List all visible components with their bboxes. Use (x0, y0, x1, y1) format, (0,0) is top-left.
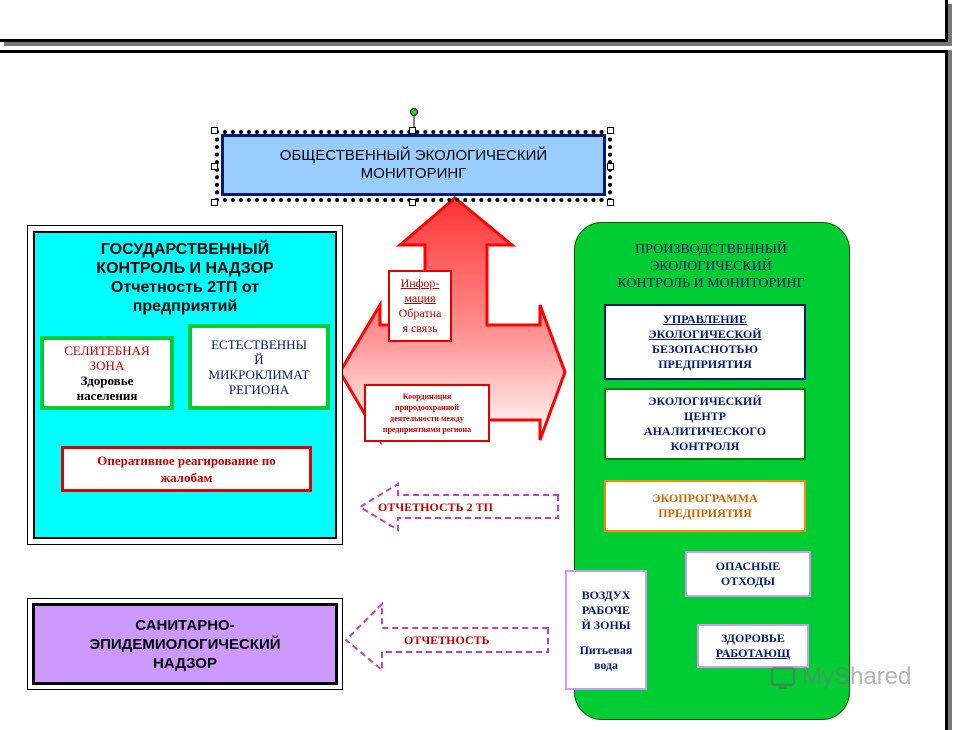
complaints-line1: Оперативное реагирование по (97, 453, 276, 468)
report-label: ОТЧЕТНОСТЬ (404, 633, 490, 647)
workzone-line4: Питьевая (579, 642, 633, 657)
info-line2: мация (404, 291, 436, 305)
selection-handle[interactable] (211, 163, 218, 170)
production-line3: КОНТРОЛЬ И МОНИТОРИНГ (617, 275, 805, 291)
sanitary-line2: ЭПИДЕМИОЛОГИЧЕСКИЙ (89, 635, 281, 653)
coord-line2: природоохранной (394, 403, 459, 412)
workzone-line5: вода (593, 657, 619, 672)
hazardous-line2: ОТХОДЫ (720, 574, 776, 588)
state-line3: Отчетность 2ТП от (110, 279, 260, 296)
rotate-handle (410, 108, 418, 116)
microclimate-line3: МИКРОКЛИМАТ (208, 367, 310, 382)
coord-line1: Координация (402, 392, 452, 401)
eco-center-box[interactable]: ЭКОЛОГИЧЕСКИЙ ЦЕНТР АНАЛИТИЧЕСКОГО КОНТР… (604, 388, 806, 460)
worker-health-line2: РАБОТАЮЩ (715, 646, 791, 660)
state-line1: ГОСУДАРСТВЕННЫЙ (100, 241, 270, 258)
selection-handle[interactable] (607, 127, 614, 134)
worker-health-line1: ЗДОРОВЬЕ (721, 631, 785, 645)
residential-line4: населения (76, 388, 138, 403)
management-box[interactable]: УПРАВЛЕНИЕ ЭКОЛОГИЧЕСКОЙ БЕЗОПАСНОТЬЮ ПР… (604, 304, 806, 380)
coordination-label: Координация природоохранной деятельности… (364, 384, 490, 442)
watermark-text: MyShared (802, 663, 912, 690)
hazardous-waste-box[interactable]: ОПАСНЫЕ ОТХОДЫ (685, 551, 811, 597)
microclimate-line1: ЕСТЕСТВЕННЫ (211, 337, 307, 352)
eco-program-line1: ЭКОПРОГРАММА (652, 491, 758, 505)
workzone-box[interactable]: ВОЗДУХ РАБОЧЕ Й ЗОНЫ Питьевая вода (565, 570, 647, 690)
management-line2: ЭКОЛОГИЧЕСКОЙ (648, 327, 762, 341)
management-line3: БЕЗОПАСНОТЬЮ (652, 342, 758, 356)
public-monitoring-box[interactable]: ОБЩЕСТВЕННЫЙ ЭКОЛОГИЧЕСКИЙ МОНИТОРИНГ (221, 134, 606, 196)
info-line4: я связь (402, 321, 438, 335)
workzone-line1: ВОЗДУХ (581, 587, 631, 602)
residential-line1: СЕЛИТЕБНАЯ (64, 343, 150, 358)
residential-line2: ЗОНА (89, 358, 125, 373)
selection-handle[interactable] (409, 199, 416, 206)
info-feedback-label: Инфор- мация Обратна я связь (388, 270, 452, 342)
microclimate-box[interactable]: ЕСТЕСТВЕННЫ Й МИКРОКЛИМАТ РЕГИОНА (188, 324, 330, 410)
eco-center-line2: ЦЕНТР (683, 409, 726, 423)
sanitary-box[interactable]: САНИТАРНО- ЭПИДЕМИОЛОГИЧЕСКИЙ НАДЗОР (32, 603, 338, 685)
selection-handle[interactable] (607, 163, 614, 170)
workzone-line2: РАБОЧЕ (581, 602, 631, 617)
info-line3: Обратна (398, 306, 442, 320)
microclimate-line4: РЕГИОНА (228, 382, 290, 397)
report-2tp-label: ОТЧЕТНОСТЬ 2 ТП (378, 500, 493, 514)
management-line1: УПРАВЛЕНИЕ (663, 312, 747, 326)
eco-program-box[interactable]: ЭКОПРОГРАММА ПРЕДПРИЯТИЯ (604, 480, 806, 532)
sanitary-line3: НАДЗОР (153, 654, 217, 672)
selection-handle[interactable] (211, 127, 218, 134)
selection-handle[interactable] (211, 199, 218, 206)
public-monitoring-line1: ОБЩЕСТВЕННЫЙ ЭКОЛОГИЧЕСКИЙ (279, 147, 548, 164)
sanitary-line1: САНИТАРНО- (135, 616, 235, 634)
worker-health-box[interactable]: ЗДОРОВЬЕ РАБОТАЮЩ (697, 624, 809, 668)
slide-area (0, 50, 948, 730)
selection-handle[interactable] (409, 127, 416, 134)
watermark: MyShared (770, 660, 940, 694)
public-monitoring-line2: МОНИТОРИНГ (360, 165, 467, 182)
hazardous-line1: ОПАСНЫЕ (715, 559, 781, 573)
coord-line4: предприятиями региона (382, 425, 472, 434)
microclimate-line2: Й (254, 352, 264, 367)
state-control-title: ГОСУДАРСТВЕННЫЙ КОНТРОЛЬ И НАДЗОР Отчетн… (40, 236, 330, 320)
report-arrow (344, 601, 549, 673)
residential-zone-box[interactable]: СЕЛИТЕБНАЯ ЗОНА Здоровье населения (40, 336, 174, 410)
title-bar (0, 0, 948, 42)
selection-handle[interactable] (607, 199, 614, 206)
production-line1: ПРОИЗВОДСТВЕННЫЙ (635, 241, 787, 257)
eco-center-line1: ЭКОЛОГИЧЕСКИЙ (648, 394, 762, 408)
watermark-logo-icon (770, 666, 796, 689)
production-line2: ЭКОЛОГИЧЕСКИЙ (649, 258, 772, 274)
state-line4: предприятий (132, 298, 238, 315)
production-title: ПРОИЗВОДСТВЕННЫЙ ЭКОЛОГИЧЕСКИЙ КОНТРОЛЬ … (580, 236, 842, 296)
eco-center-line3: АНАЛИТИЧЕСКОГО (643, 424, 767, 438)
complaints-box[interactable]: Оперативное реагирование по жалобам (61, 446, 312, 492)
workzone-line3: Й ЗОНЫ (581, 617, 631, 632)
coord-line3: деятельности между (390, 414, 464, 423)
report-2tp-arrow (358, 482, 559, 532)
complaints-line2: жалобам (160, 470, 213, 485)
eco-program-line2: ПРЕДПРИЯТИЯ (658, 506, 752, 520)
residential-line3: Здоровье (80, 373, 134, 388)
state-line2: КОНТРОЛЬ И НАДЗОР (96, 260, 274, 277)
info-line1: Инфор- (400, 276, 440, 290)
management-line4: ПРЕДПРИЯТИЯ (658, 357, 752, 371)
eco-center-line4: КОНТРОЛЯ (670, 439, 740, 453)
